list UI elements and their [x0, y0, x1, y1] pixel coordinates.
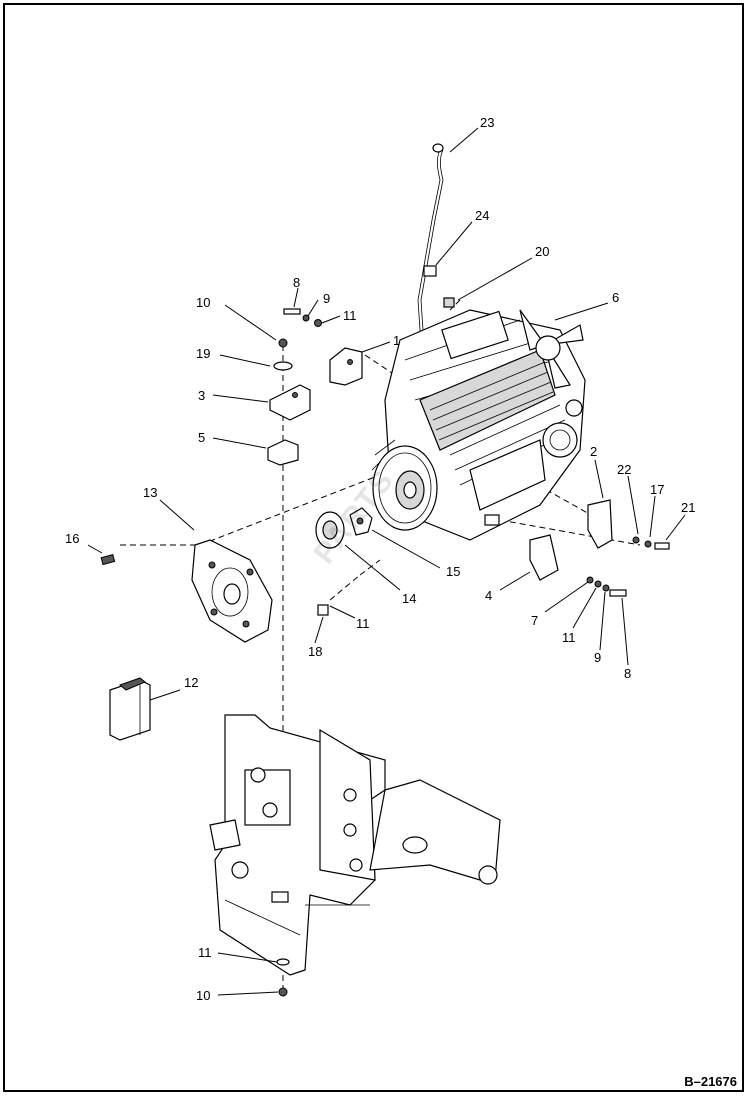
- filter-element: [109, 677, 151, 741]
- callout-20: 20: [535, 244, 549, 259]
- callout-6: 6: [612, 290, 619, 305]
- callout-10-top: 10: [196, 295, 210, 310]
- callout-22: 22: [617, 462, 631, 477]
- callout-10-bottom: 10: [196, 988, 210, 1003]
- diagram-frame: [3, 3, 744, 1092]
- flywheel-housing: [100, 539, 273, 643]
- callout-12: 12: [184, 675, 198, 690]
- callout-11-top: 11: [343, 308, 357, 323]
- callout-8-right: 8: [624, 666, 631, 681]
- dipstick-assembly: [417, 143, 455, 346]
- callout-9-right: 9: [594, 650, 601, 665]
- leader-lines: [87, 127, 686, 996]
- callout-2: 2: [590, 444, 597, 459]
- callout-18: 18: [308, 644, 322, 659]
- rear-mounts: [529, 499, 670, 597]
- callout-19: 19: [196, 346, 210, 361]
- callout-14: 14: [402, 591, 416, 606]
- callout-7: 7: [531, 613, 538, 628]
- callout-15: 15: [446, 564, 460, 579]
- callout-17: 17: [650, 482, 664, 497]
- callout-8-top: 8: [293, 275, 300, 290]
- callout-11-bottom: 11: [198, 945, 212, 960]
- callout-5: 5: [198, 430, 205, 445]
- chassis-frame: [209, 714, 501, 976]
- callout-1: 1: [393, 333, 400, 348]
- callout-11-mid: 11: [356, 616, 370, 631]
- callout-9-top: 9: [323, 291, 330, 306]
- callout-21: 21: [681, 500, 695, 515]
- callout-3: 3: [198, 388, 205, 403]
- callout-numbers: 23 24 20 6 8 9 10 11 1 19 3 5 13 16 2 22…: [65, 115, 695, 1003]
- front-mount-stack: [267, 308, 363, 466]
- drawing-number: B–21676: [684, 1074, 737, 1089]
- callout-4: 4: [485, 588, 492, 603]
- engine-block: [371, 309, 586, 541]
- callout-16: 16: [65, 531, 79, 546]
- isolator-18: [317, 604, 329, 616]
- coupling: [315, 507, 373, 549]
- callout-24: 24: [475, 208, 489, 223]
- callout-13: 13: [143, 485, 157, 500]
- callout-23: 23: [480, 115, 494, 130]
- callout-11-right: 11: [562, 630, 576, 645]
